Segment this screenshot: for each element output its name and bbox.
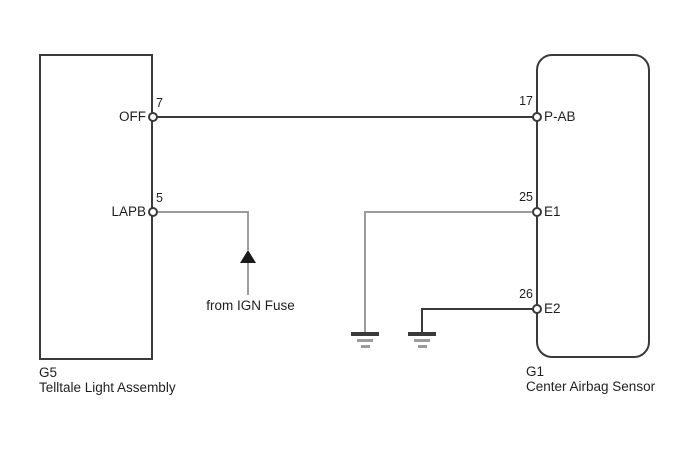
wire-e2-horizontal — [422, 308, 533, 310]
power-source-label: from IGN Fuse — [206, 298, 295, 313]
pin-label-e1: E1 — [544, 204, 561, 219]
wire-e2-vertical — [421, 308, 423, 333]
wire-ign-fuse-tail — [247, 263, 249, 295]
component-box-center-airbag-sensor — [536, 54, 650, 358]
pin-number-5: 5 — [156, 191, 163, 205]
ground-bar-middle — [414, 339, 430, 342]
ground-bar-middle — [357, 339, 373, 342]
ground-bar-top — [408, 332, 436, 336]
ground-bar-bottom — [417, 345, 427, 348]
pin-label-off: OFF — [119, 109, 146, 124]
pin-number-25: 25 — [519, 190, 533, 204]
ground-bar-top — [351, 332, 379, 336]
pin-terminal-7-icon — [148, 112, 158, 122]
pin-label-lapb: LAPB — [111, 204, 146, 219]
pin-label-pab: P-AB — [544, 109, 576, 124]
power-flow-arrow-icon — [240, 250, 256, 263]
pin-terminal-26-icon — [532, 304, 542, 314]
component-id-g5: G5 — [39, 365, 58, 380]
wire-off-to-pab — [157, 116, 533, 118]
pin-number-26: 26 — [519, 287, 533, 301]
ground-bar-bottom — [360, 345, 370, 348]
ground-symbol-e1-icon — [351, 332, 379, 348]
ground-symbol-e2-icon — [408, 332, 436, 348]
pin-terminal-5-icon — [148, 207, 158, 217]
component-name-center-airbag-sensor: Center Airbag Sensor — [526, 379, 656, 394]
pin-terminal-25-icon — [532, 207, 542, 217]
wire-e1-horizontal — [365, 211, 533, 213]
pin-terminal-17-icon — [532, 112, 542, 122]
wire-lapb-vertical — [247, 211, 249, 250]
wire-e1-vertical — [364, 211, 366, 333]
wire-lapb-horizontal — [157, 211, 248, 213]
component-name-telltale-light-assembly: Telltale Light Assembly — [39, 380, 176, 395]
component-id-g1: G1 — [526, 364, 545, 379]
pin-number-17: 17 — [519, 94, 533, 108]
pin-number-7: 7 — [156, 96, 163, 110]
pin-label-e2: E2 — [544, 301, 561, 316]
component-box-telltale-light-assembly — [39, 54, 153, 360]
